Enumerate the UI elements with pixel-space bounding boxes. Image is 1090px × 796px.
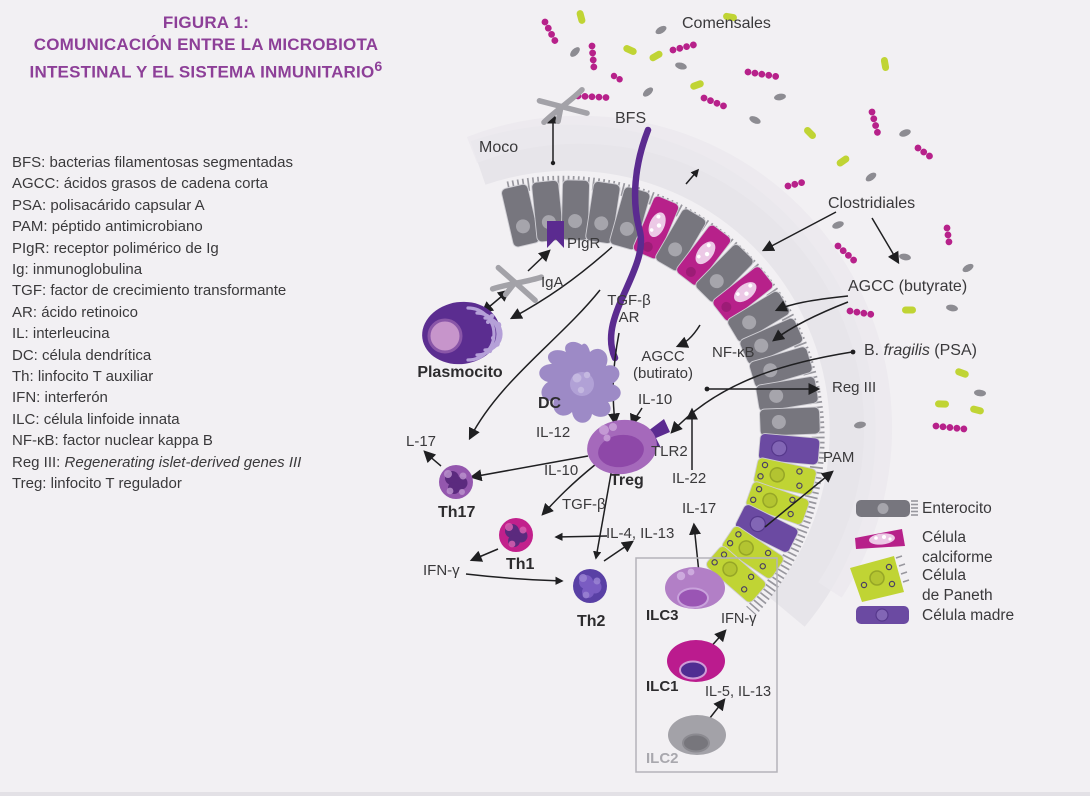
bfs-filament — [607, 126, 652, 362]
abbr-row: AGCC: ácidos grasos de cadena corta — [12, 175, 268, 193]
label-treg: Treg — [610, 472, 644, 489]
label-plasmocito: Plasmocito — [417, 364, 503, 381]
label-ilc2: ILC2 — [646, 750, 679, 767]
label-th1: Th1 — [506, 556, 535, 573]
ilc1-cell — [667, 640, 725, 682]
abbr-row: Reg III: Regenerating islet-derived gene… — [12, 453, 302, 471]
label-th2: Th2 — [577, 613, 606, 630]
label-il12: IL-12 — [536, 424, 571, 441]
abbr-row: IFN: interferón — [12, 389, 108, 407]
label-reg3: Reg III — [832, 379, 877, 396]
label-tgfb: TGF-β — [562, 496, 606, 513]
legend-label-enterocito: Enterocito — [922, 500, 992, 517]
legend-icon-enterocito — [856, 500, 918, 517]
label-bfs: BFS — [615, 110, 647, 127]
dendritic-cell — [539, 341, 621, 423]
th1-cell — [499, 518, 533, 552]
label-pigr: PIgR — [567, 235, 601, 252]
figure-title-line2: COMUNICACIÓN ENTRE LA MICROBIOTA — [33, 35, 379, 54]
legend-icon-paneth — [850, 555, 910, 602]
label-moco: Moco — [479, 139, 519, 156]
figure-title-line3: INTESTINAL Y EL SISTEMA INMUNITARIO6 — [29, 59, 383, 82]
abbr-row: NF-κB: factor nuclear kappa B — [12, 432, 213, 450]
abbr-row: DC: célula dendrítica — [12, 346, 152, 364]
arrows — [423, 111, 900, 724]
abbr-row: PIgR: receptor polimérico de Ig — [12, 239, 219, 257]
bacteria-commensals — [541, 10, 986, 433]
treg-cell — [587, 419, 670, 475]
label-clostridiales: Clostridiales — [828, 195, 916, 212]
label-th17: Th17 — [438, 504, 476, 521]
label-comensales: Comensales — [682, 15, 771, 32]
label-agcc-butirato: AGCC(butirato) — [632, 348, 694, 382]
pigr-receptor-shape — [547, 221, 564, 248]
iga-antibody-top — [536, 86, 590, 126]
abbreviation-list: BFS: bacterias filamentosas segmentadas … — [12, 152, 301, 495]
label-iga: IgA — [541, 274, 564, 291]
plasmocito-cell — [422, 301, 503, 365]
legend-icon-calciforme — [855, 529, 905, 549]
figure-title-line1: FIGURA 1: — [162, 13, 250, 32]
label-ilc1: ILC1 — [646, 678, 679, 695]
label-il17: IL-17 — [682, 500, 717, 517]
label-il22: IL-22 — [672, 470, 707, 487]
label-dc: DC — [538, 395, 562, 412]
figure-title-ref: 6 — [374, 59, 383, 75]
ilc3-cell — [665, 567, 725, 609]
ilc2-cell — [668, 715, 726, 755]
iga-antibody-mid — [489, 264, 545, 304]
label-agcc-butyrate: AGCC (butyrate) — [848, 278, 968, 295]
label-ilc3: ILC3 — [646, 607, 679, 624]
ilc-box — [635, 557, 778, 773]
abbr-row: Ig: inmunoglobulina — [12, 261, 143, 279]
label-il10-left: IL-10 — [544, 462, 579, 479]
legend-label-madre: Célula madre — [922, 607, 1015, 624]
abbr-row: BFS: bacterias filamentosas segmentadas — [12, 154, 293, 171]
abbr-row: ILC: célula linfoide innata — [12, 410, 180, 428]
figure-title: FIGURA 1: COMUNICACIÓN ENTRE LA MICROBIO… — [0, 12, 412, 84]
th17-cell — [439, 465, 473, 499]
label-l17: L-17 — [406, 433, 437, 450]
label-ifng-box: IFN-γ — [721, 611, 757, 627]
abbr-row: PSA: polisacárido capsular A — [12, 196, 205, 214]
label-b-fragilis: B. fragilis (PSA) — [864, 342, 977, 359]
abbr-row: PAM: péptido antimicrobiano — [12, 218, 203, 236]
label-pam: PAM — [823, 449, 855, 466]
label-ifng: IFN-γ — [423, 562, 460, 579]
abbr-row: Treg: linfocito T regulador — [12, 475, 182, 493]
abbr-row: IL: interleucina — [12, 325, 110, 343]
bottom-edge-strip — [0, 792, 1090, 796]
label-il4-il13: IL-4, IL-13 — [606, 525, 675, 542]
label-nfkb: NF-κB — [712, 344, 755, 361]
mucus-band-shape — [466, 115, 893, 627]
th2-cell — [573, 569, 607, 603]
label-tlr2: TLR2 — [651, 443, 688, 460]
epithelium — [501, 179, 821, 603]
label-il5-il13: IL-5, IL-13 — [705, 684, 772, 700]
legend-icon-madre — [856, 606, 909, 624]
label-il10-top: IL-10 — [638, 391, 673, 408]
abbr-row: AR: ácido retinoico — [12, 303, 138, 321]
abbr-row: TGF: factor de crecimiento transformante — [12, 282, 287, 300]
abbr-row: Th: linfocito T auxiliar — [12, 368, 154, 386]
